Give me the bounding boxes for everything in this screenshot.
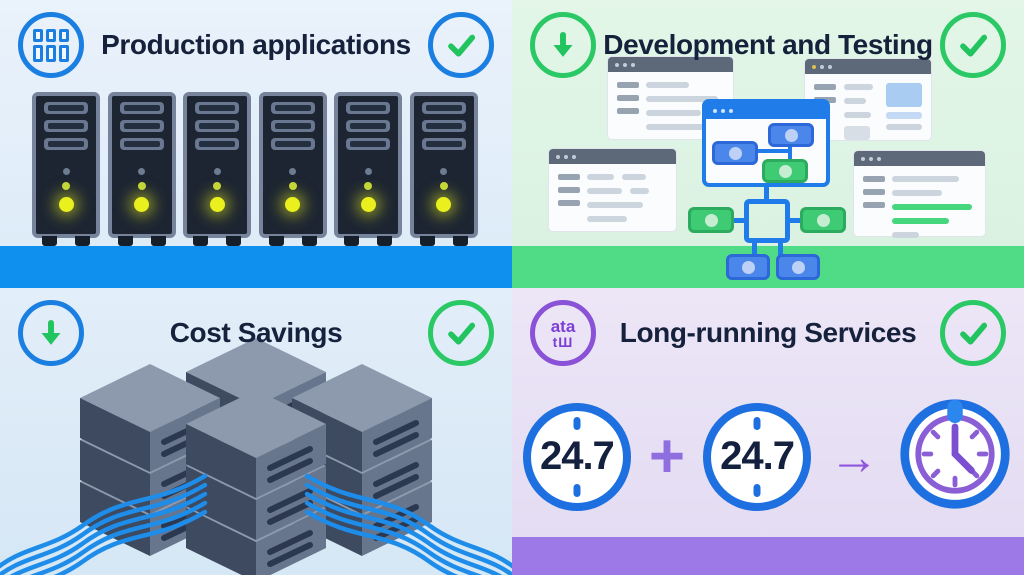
always-on-clock-icon: [897, 396, 1013, 517]
server-stack-illustration: [0, 328, 512, 575]
quadrant-cost-savings: Cost Savings: [0, 288, 512, 575]
check-icon: [428, 300, 494, 366]
services-title: Long-running Services: [619, 317, 917, 348]
browser-window: [607, 56, 734, 140]
server-tower: [258, 92, 327, 246]
flow-node-green: [688, 207, 734, 233]
ata-icon-text-top: ata: [550, 316, 576, 336]
browser-window: [548, 148, 677, 232]
app-grid-cells: [33, 28, 69, 62]
development-header: Development and Testing: [530, 8, 1006, 82]
browser-window: [853, 150, 986, 238]
flow-node-blue: [726, 254, 770, 280]
ata-icon: ata tШ: [530, 300, 596, 366]
flow-node-blue: [776, 254, 820, 280]
clock-24-7: 24.7: [703, 402, 812, 511]
arrow-down-icon: [530, 12, 596, 78]
cost-header: Cost Savings: [18, 296, 494, 370]
cables-left: [0, 473, 208, 575]
check-icon: [428, 12, 494, 78]
quadrant-production: Production applications: [0, 0, 512, 288]
server-rack-row: [32, 92, 478, 250]
check-icon: [940, 300, 1006, 366]
server-tower: [183, 92, 252, 246]
flowchart-canvas: [706, 119, 826, 183]
flow-node-blue: [712, 141, 758, 165]
app-grid-icon: [18, 12, 84, 78]
plus-sign: +: [648, 421, 686, 491]
cost-title: Cost Savings: [169, 317, 343, 348]
services-header: ata tШ Long-running Services: [530, 296, 1006, 370]
quadrant-development: Development and Testing: [512, 0, 1024, 288]
ata-icon-text-bottom: tШ: [552, 333, 574, 350]
production-bottom-bar: [0, 246, 512, 288]
server-tower: [409, 92, 478, 246]
cables-right: [304, 473, 512, 575]
flow-node-blue: [768, 123, 814, 147]
production-header: Production applications: [18, 8, 494, 82]
quadrant-services: ata tШ Long-running Services 24.7 + 24.7…: [512, 288, 1024, 575]
clock-24-7: 24.7: [522, 402, 631, 511]
services-bottom-bar: [512, 537, 1024, 575]
server-tower: [32, 92, 100, 246]
flow-node-green: [800, 207, 846, 233]
uptime-equation: 24.7 + 24.7 →: [512, 396, 1024, 517]
arrow-down-icon: [18, 300, 84, 366]
server-tower: [334, 92, 403, 246]
server-tower: [107, 92, 176, 246]
production-title: Production applications: [101, 29, 411, 60]
clock-value: 24.7: [539, 434, 615, 478]
development-title: Development and Testing: [603, 29, 933, 60]
check-icon: [940, 12, 1006, 78]
arrow-right-icon: →: [829, 428, 880, 485]
clock-value: 24.7: [720, 434, 795, 478]
flowchart-window: [702, 99, 830, 187]
flow-square: [744, 199, 790, 243]
flow-node-green: [762, 159, 808, 183]
